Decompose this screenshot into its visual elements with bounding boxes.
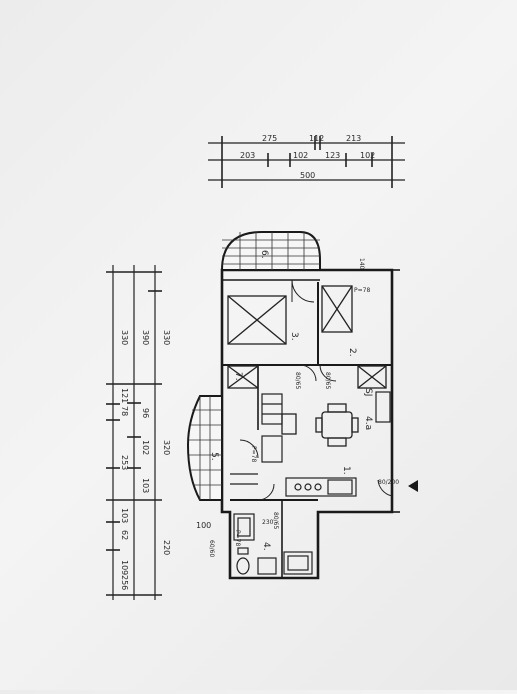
room-label-4: 4. (261, 542, 271, 551)
label-230: 230 (262, 519, 274, 526)
room-label-6: 6. (259, 250, 269, 259)
mid-dim-102: 102 (141, 440, 150, 455)
room-label-4a: 4.a (363, 416, 373, 430)
label-p78-room2: P=78 (354, 287, 370, 294)
top-dim-102b: 102 (360, 151, 375, 160)
left-dim-62: 62 (120, 530, 129, 540)
room-labels: 1. 2. 3. 4. 4.a 5. 6. 7. SJ (209, 250, 373, 551)
mid-dim-103: 103 (141, 478, 150, 493)
right-dim-330: 330 (162, 330, 171, 345)
bed-room3 (227, 295, 287, 389)
right-dim-320: 320 (162, 440, 171, 455)
label-100: 100 (196, 521, 211, 530)
label-door-80-200: 80/200 (378, 479, 399, 486)
room-label-2: 2. (347, 348, 357, 357)
left-dim-109: 109 (120, 560, 129, 575)
left-dimension-labels: 330 121 78 253 103 62 109 256 390 96 102… (120, 330, 171, 590)
top-dim-213: 213 (346, 134, 361, 143)
top-dim-123: 123 (325, 151, 340, 160)
top-dim-102a: 102 (293, 151, 308, 160)
left-dimension-chain (106, 265, 162, 600)
label-140: 140 (358, 258, 365, 270)
entrance-arrow-icon (408, 480, 418, 492)
hall-structure (230, 393, 283, 485)
left-dim-253: 253 (120, 455, 129, 470)
balcony-left (186, 395, 223, 501)
bed-room2 (321, 285, 387, 389)
top-dimension-chain (208, 136, 405, 188)
left-dim-256: 256 (120, 575, 129, 590)
mid-dim-390: 390 (141, 330, 150, 345)
label-door-80-65-c: 80/65 (272, 512, 279, 529)
balcony-top (220, 231, 321, 271)
left-dim-103-outer: 103 (120, 508, 129, 523)
top-dim-total-500: 500 (300, 171, 315, 180)
label-door-80-65-b: 80/65 (324, 372, 331, 389)
room-label-3: 3. (289, 332, 299, 341)
room-label-sj: SJ (363, 388, 373, 396)
right-dim-220: 220 (162, 540, 171, 555)
room-label-7: 7. (233, 372, 243, 381)
label-p78-hall: P=78 (250, 446, 257, 462)
room-label-1: 1. (341, 466, 351, 475)
top-dim-203: 203 (240, 151, 255, 160)
door-annotations: P=78 P=78 P=78 80/65 80/65 80/200 80/65 … (196, 258, 399, 557)
kitchen-counter (285, 391, 391, 497)
door-swings (239, 279, 393, 501)
left-dim-121: 121 (120, 388, 129, 403)
dining-table (281, 403, 359, 447)
label-p78-bath: P=78 (234, 530, 241, 546)
mid-dim-96: 96 (141, 408, 150, 418)
left-dim-78: 78 (120, 406, 129, 416)
top-dim-275: 275 (262, 134, 277, 143)
bathroom-fixtures (233, 513, 313, 575)
left-dim-330-outer: 330 (120, 330, 129, 345)
label-window-60-60: 60/60 (208, 540, 215, 557)
label-door-80-65-a: 80/65 (294, 372, 301, 389)
top-dim-112: 112 (309, 134, 324, 143)
exterior-walls (220, 268, 400, 580)
room-label-5: 5. (209, 452, 219, 461)
